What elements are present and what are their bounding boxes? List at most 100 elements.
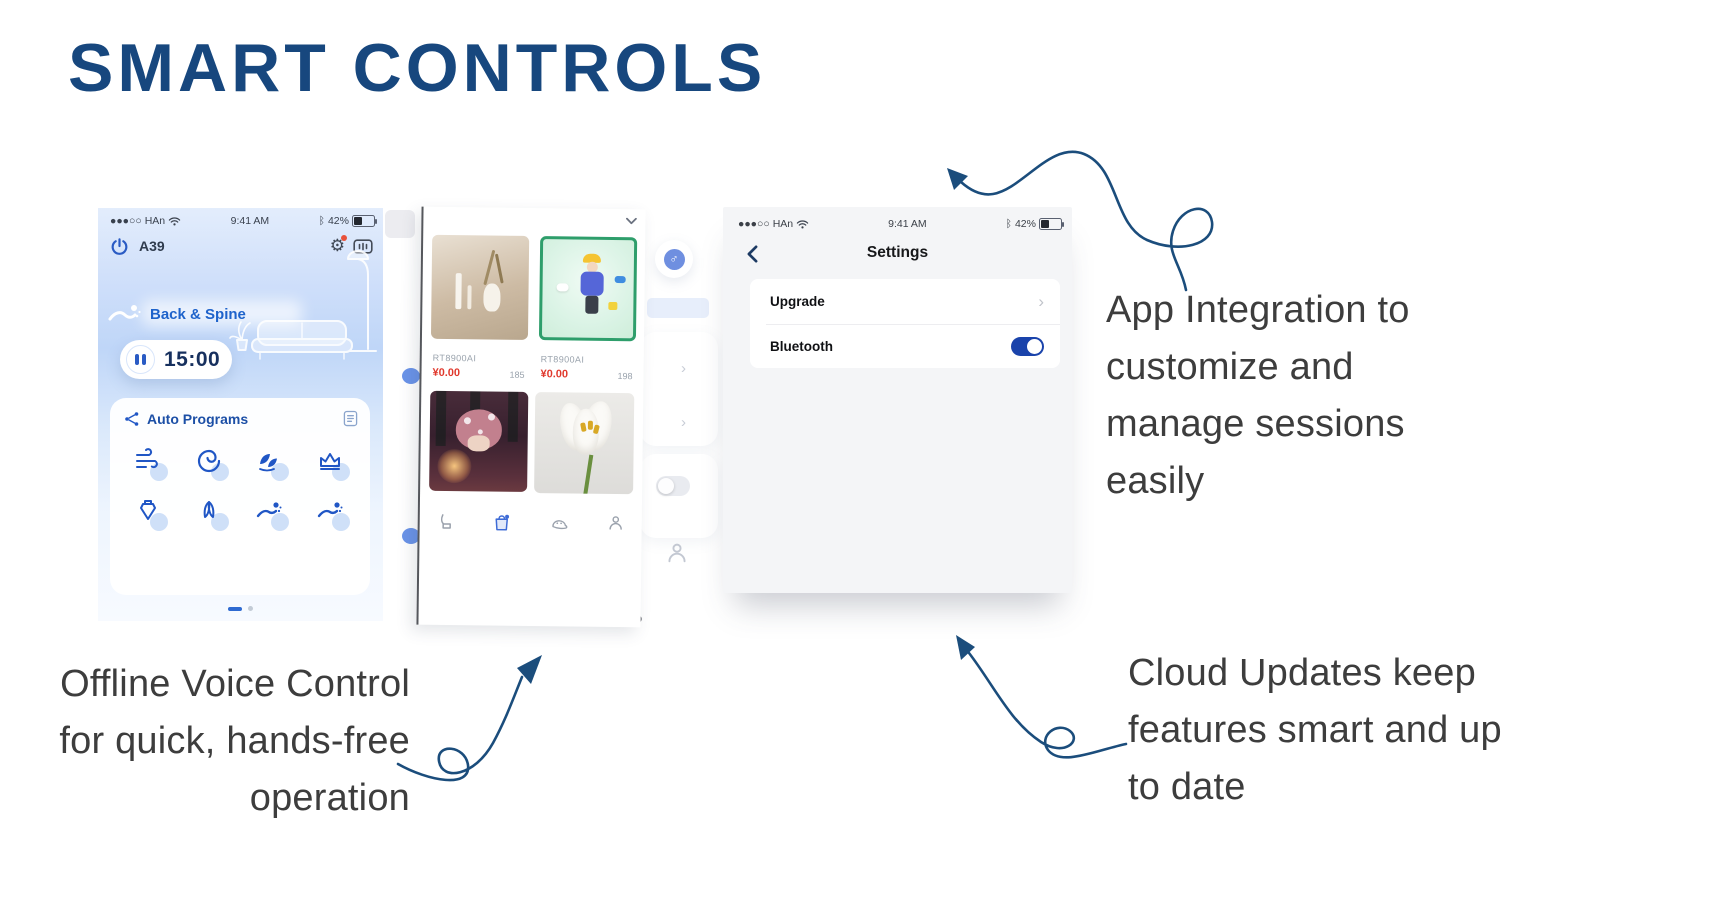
lamp-icon: [347, 250, 369, 260]
chevron-right-icon: ›: [1038, 291, 1044, 311]
program-wave-icon[interactable]: [195, 447, 229, 481]
living-room-illustration: [229, 250, 377, 360]
section-title: Auto Programs: [147, 410, 249, 427]
bluetooth-icon: ᛒ: [318, 215, 325, 227]
device-id-label: A39: [139, 238, 165, 254]
background-settings-card: › ›: [640, 332, 718, 446]
program-name-label: Back & Spine: [150, 305, 246, 323]
battery-percent: 42%: [327, 215, 349, 227]
annotation-line: App Integration to: [1106, 289, 1410, 331]
chevron-right-icon[interactable]: ›: [681, 360, 686, 377]
annotation-app-integration: App Integration to customize and manage …: [1106, 282, 1410, 510]
chevron-down-icon[interactable]: [625, 217, 637, 225]
settings-row-upgrade[interactable]: Upgrade ›: [750, 279, 1060, 324]
gender-avatar-button[interactable]: ♂: [655, 240, 693, 278]
gallery-image-tulip[interactable]: [534, 392, 635, 495]
male-symbol-icon: ♂: [663, 248, 685, 270]
battery-icon: [1038, 218, 1065, 230]
background-toggle-card: [640, 454, 718, 538]
slide-title: SMART CONTROLS: [68, 30, 767, 106]
toggle-off[interactable]: [656, 476, 690, 496]
status-bar: ●●●○○ HAn 9:41 AM ᛒ 42%: [98, 208, 383, 227]
arrow-cloud-updates-icon: [967, 651, 1128, 759]
carrier-label: HAn: [144, 215, 166, 227]
gallery-image-forest-girl[interactable]: [429, 390, 529, 492]
store-app-screen: RT8900AI RT8900AI ¥0.00 ¥0.00 185 198: [416, 206, 646, 628]
program-wind-icon[interactable]: [134, 447, 168, 481]
shop-bag-tab-icon[interactable]: [494, 514, 510, 532]
row-divider: [766, 324, 1060, 325]
background-card: [385, 210, 415, 238]
product-price: ¥0.00: [432, 366, 461, 380]
notification-badge: [341, 235, 347, 241]
settings-navbar: Settings: [723, 241, 1072, 269]
program-recline-icon[interactable]: [255, 497, 290, 531]
product-image-candles[interactable]: [430, 234, 530, 340]
annotation-line: Cloud Updates keep: [1128, 652, 1476, 694]
background-icon: [402, 368, 420, 384]
annotation-line: easily: [1106, 460, 1205, 502]
bottom-nav-bar: [420, 513, 642, 538]
bluetooth-toggle-on[interactable]: [1011, 337, 1044, 356]
annotation-line: manage sessions: [1106, 403, 1405, 445]
ghost-tab-icon[interactable]: [550, 514, 569, 530]
timer-value: 15:00: [164, 347, 221, 371]
status-time: 9:41 AM: [230, 215, 270, 227]
session-timer-pill: 15:00: [120, 340, 232, 379]
profile-tab-icon[interactable]: [608, 515, 624, 531]
massage-chair-tab-icon[interactable]: [438, 513, 456, 531]
profile-icon[interactable]: [666, 541, 688, 565]
wifi-icon: [168, 217, 181, 226]
program-kneading-icon[interactable]: [255, 447, 290, 481]
arrowhead-cloud-updates-icon: [956, 635, 975, 660]
signal-dots: ●●●○○: [738, 218, 770, 230]
annotation-line: operation: [249, 777, 410, 819]
product-image-character-selected[interactable]: [538, 236, 638, 342]
annotation-cloud-updates: Cloud Updates keep features smart and up…: [1128, 645, 1502, 816]
active-program-row[interactable]: Back & Spine: [108, 300, 302, 328]
page-indicator[interactable]: [98, 606, 383, 611]
status-bar: ●●●○○ HAn 9:41 AM ᛒ 42%: [723, 207, 1072, 230]
battery-percent: 42%: [1014, 218, 1036, 230]
annotation-line: features smart and up: [1128, 709, 1502, 751]
product-price: ¥0.00: [540, 368, 569, 381]
pause-button[interactable]: [126, 345, 155, 374]
arrow-offline-voice-icon: [396, 675, 524, 782]
carrier-label: HAn: [772, 218, 794, 230]
settings-gear-button[interactable]: ⚙: [329, 235, 347, 255]
massage-person-icon: [108, 305, 141, 321]
page-dot: [248, 606, 253, 611]
settings-screen: ●●●○○ HAn 9:41 AM ᛒ 42% Settings U: [723, 207, 1072, 593]
product-name: RT8900AI: [540, 354, 585, 365]
program-recline-icon[interactable]: [316, 497, 350, 531]
row-label: Upgrade: [770, 294, 825, 309]
product-count: 198: [617, 371, 633, 382]
annotation-line: for quick, hands-free: [59, 720, 410, 762]
power-button[interactable]: [110, 237, 129, 256]
page-title: Settings: [866, 244, 929, 261]
chevron-right-icon[interactable]: ›: [681, 414, 686, 431]
arrowhead-app-integration-icon: [947, 168, 968, 190]
massage-control-screen: ●●●○○ HAn 9:41 AM ᛒ 42% A39 ⚙: [98, 208, 383, 621]
settings-row-bluetooth: Bluetooth: [750, 325, 1060, 368]
program-list-button[interactable]: [343, 410, 358, 427]
status-time: 9:41 AM: [888, 218, 927, 230]
bluetooth-icon: ᛒ: [1005, 218, 1012, 230]
store-app-group: ♂ › ›: [378, 205, 723, 628]
program-cupping-icon[interactable]: [134, 497, 168, 531]
program-crown-icon[interactable]: [316, 447, 350, 481]
background-icon: [402, 528, 420, 544]
highlight-strip: [647, 298, 709, 318]
page-dot-active: [228, 606, 242, 611]
auto-programs-card: Auto Programs: [110, 398, 370, 595]
product-count: 185: [509, 369, 525, 380]
annotation-line: customize and: [1106, 346, 1354, 388]
annotation-offline-voice: Offline Voice Control for quick, hands-f…: [58, 656, 410, 827]
annotation-line: Offline Voice Control: [60, 663, 410, 705]
auto-programs-icon: [125, 411, 139, 426]
settings-card: Upgrade › Bluetooth: [750, 279, 1060, 368]
row-label: Bluetooth: [770, 339, 833, 354]
back-button[interactable]: [747, 245, 758, 263]
program-stretch-icon[interactable]: [195, 497, 229, 531]
